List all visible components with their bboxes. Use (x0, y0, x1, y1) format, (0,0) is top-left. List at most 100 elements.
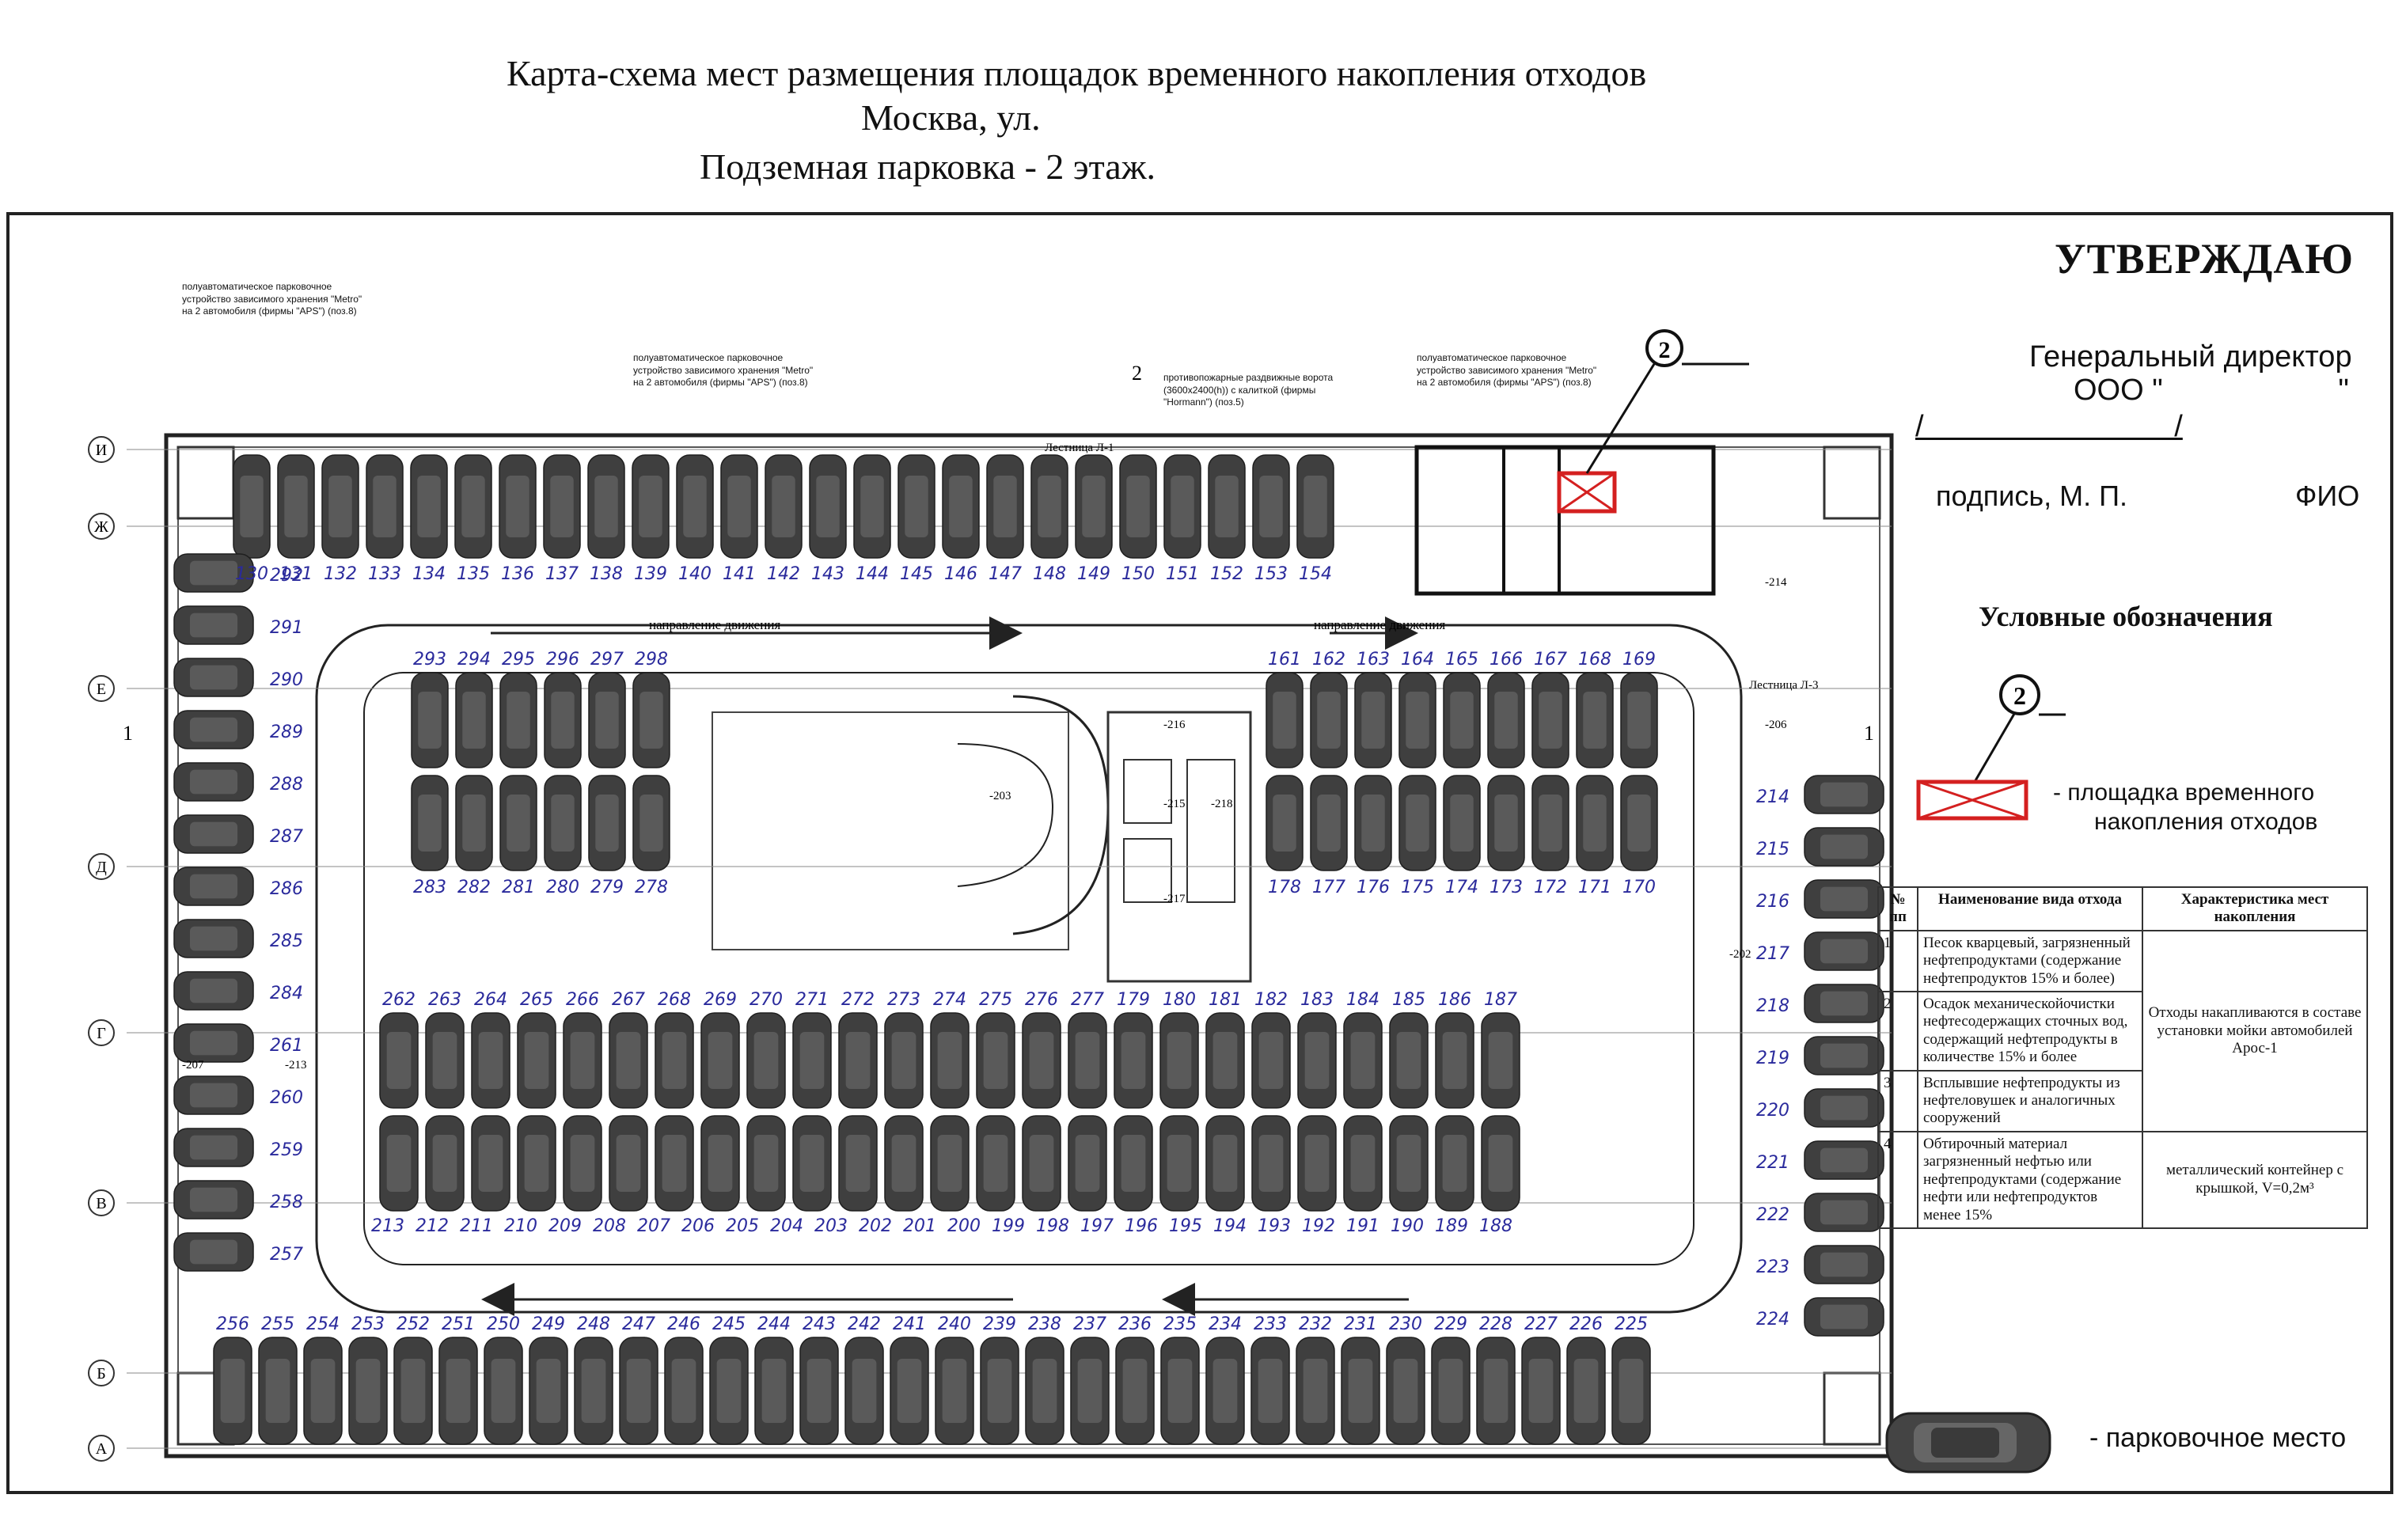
parking-space (173, 919, 254, 958)
parking-space (1804, 1088, 1884, 1128)
parking-space (1435, 1012, 1474, 1109)
spot-number: 253 (351, 1314, 385, 1334)
room-number: -215 (1163, 798, 1186, 810)
axis-label: И (88, 436, 115, 463)
parking-space (1354, 775, 1392, 871)
parking-space (1611, 1337, 1651, 1445)
spot-number: 133 (368, 564, 401, 584)
parking-space (1431, 1337, 1471, 1445)
floor-line: Подземная парковка - 2 этаж. (700, 146, 1156, 187)
parking-space (853, 454, 891, 559)
spot-number: 135 (457, 564, 490, 584)
spot-number: 245 (712, 1314, 746, 1334)
parking-space (321, 454, 359, 559)
spot-number: 289 (270, 723, 303, 742)
spot-number: 207 (637, 1216, 670, 1236)
spot-number: 164 (1401, 650, 1434, 669)
spot-number: 246 (667, 1314, 700, 1334)
axis-label: Д (88, 853, 115, 880)
axis-label: А (88, 1435, 115, 1462)
svg-text:Г: Г (97, 1025, 106, 1042)
elevator-core (1106, 711, 1252, 983)
spot-number: 149 (1077, 564, 1110, 584)
spot-number: 235 (1163, 1314, 1197, 1334)
spot-number: 182 (1254, 990, 1288, 1010)
spot-number: 265 (520, 990, 553, 1010)
spot-number: 142 (767, 564, 800, 584)
section-mark-top: 2 (1132, 362, 1142, 385)
spot-number: 197 (1080, 1216, 1114, 1236)
parking-space (1531, 672, 1569, 768)
spot-number: 130 (235, 564, 268, 584)
spot-number: 170 (1622, 878, 1656, 897)
parking-space (1114, 1012, 1153, 1109)
parking-space (471, 1012, 510, 1109)
spot-number: 161 (1268, 650, 1301, 669)
parking-space (1075, 454, 1113, 559)
parking-space (574, 1337, 613, 1445)
parking-space (1620, 672, 1658, 768)
parking-space (173, 971, 254, 1011)
spot-number: 264 (474, 990, 507, 1010)
parking-space (754, 1337, 794, 1445)
spot-number: 179 (1117, 990, 1150, 1010)
spot-number: 183 (1300, 990, 1334, 1010)
room-number: -214 (1765, 576, 1787, 589)
spot-number: 236 (1118, 1314, 1152, 1334)
parking-space (884, 1115, 924, 1212)
spot-number: 153 (1254, 564, 1288, 584)
spot-number: 176 (1357, 878, 1390, 897)
parking-space (544, 775, 582, 871)
spot-number: 173 (1490, 878, 1523, 897)
parking-space (1804, 984, 1884, 1023)
parking-space (1443, 672, 1481, 768)
legend-title: Условные обозначения (1979, 601, 2273, 632)
address-line: Москва, ул. (861, 97, 1041, 138)
parking-space (173, 1075, 254, 1115)
parking-space (173, 1180, 254, 1219)
parking-space (632, 775, 670, 871)
spot-number: 244 (757, 1314, 791, 1334)
spot-number: 232 (1299, 1314, 1332, 1334)
spot-number: 201 (903, 1216, 936, 1236)
parking-space (517, 1012, 556, 1109)
parking-space (499, 672, 537, 768)
parking-space (1804, 775, 1884, 814)
spot-number: 240 (938, 1314, 971, 1334)
parking-space (1252, 454, 1290, 559)
spot-number: 174 (1445, 878, 1478, 897)
approval-company: ООО " " (2074, 374, 2349, 407)
parking-space (410, 454, 448, 559)
parking-space (587, 454, 625, 559)
parking-space (655, 1012, 694, 1109)
spot-number: 200 (947, 1216, 981, 1236)
spot-number: 295 (502, 650, 535, 669)
parking-space (1297, 1012, 1337, 1109)
parking-space (746, 1012, 786, 1109)
spot-number: 141 (723, 564, 756, 584)
spot-number: 136 (501, 564, 534, 584)
spot-number: 260 (270, 1088, 303, 1108)
spot-number: 249 (532, 1314, 565, 1334)
parking-space (1476, 1337, 1516, 1445)
parking-space (348, 1337, 388, 1445)
spot-number: 194 (1213, 1216, 1247, 1236)
spot-number: 213 (371, 1216, 404, 1236)
parking-space (609, 1115, 648, 1212)
col-number: № пп (1877, 886, 1918, 931)
spot-number: 143 (811, 564, 844, 584)
spot-number: 263 (428, 990, 461, 1010)
device-note-left: полуавтоматическое парковочное устройств… (182, 281, 362, 317)
spot-number: 229 (1434, 1314, 1467, 1334)
parking-space (1025, 1337, 1064, 1445)
parking-space (173, 1128, 254, 1167)
parking-space (1310, 775, 1348, 871)
parking-space (173, 553, 254, 593)
axis-label: В (88, 1189, 115, 1216)
spot-number: 261 (270, 1036, 303, 1056)
spot-number: 237 (1073, 1314, 1106, 1334)
parking-space (588, 775, 626, 871)
parking-space (890, 1337, 929, 1445)
parking-space (809, 454, 847, 559)
